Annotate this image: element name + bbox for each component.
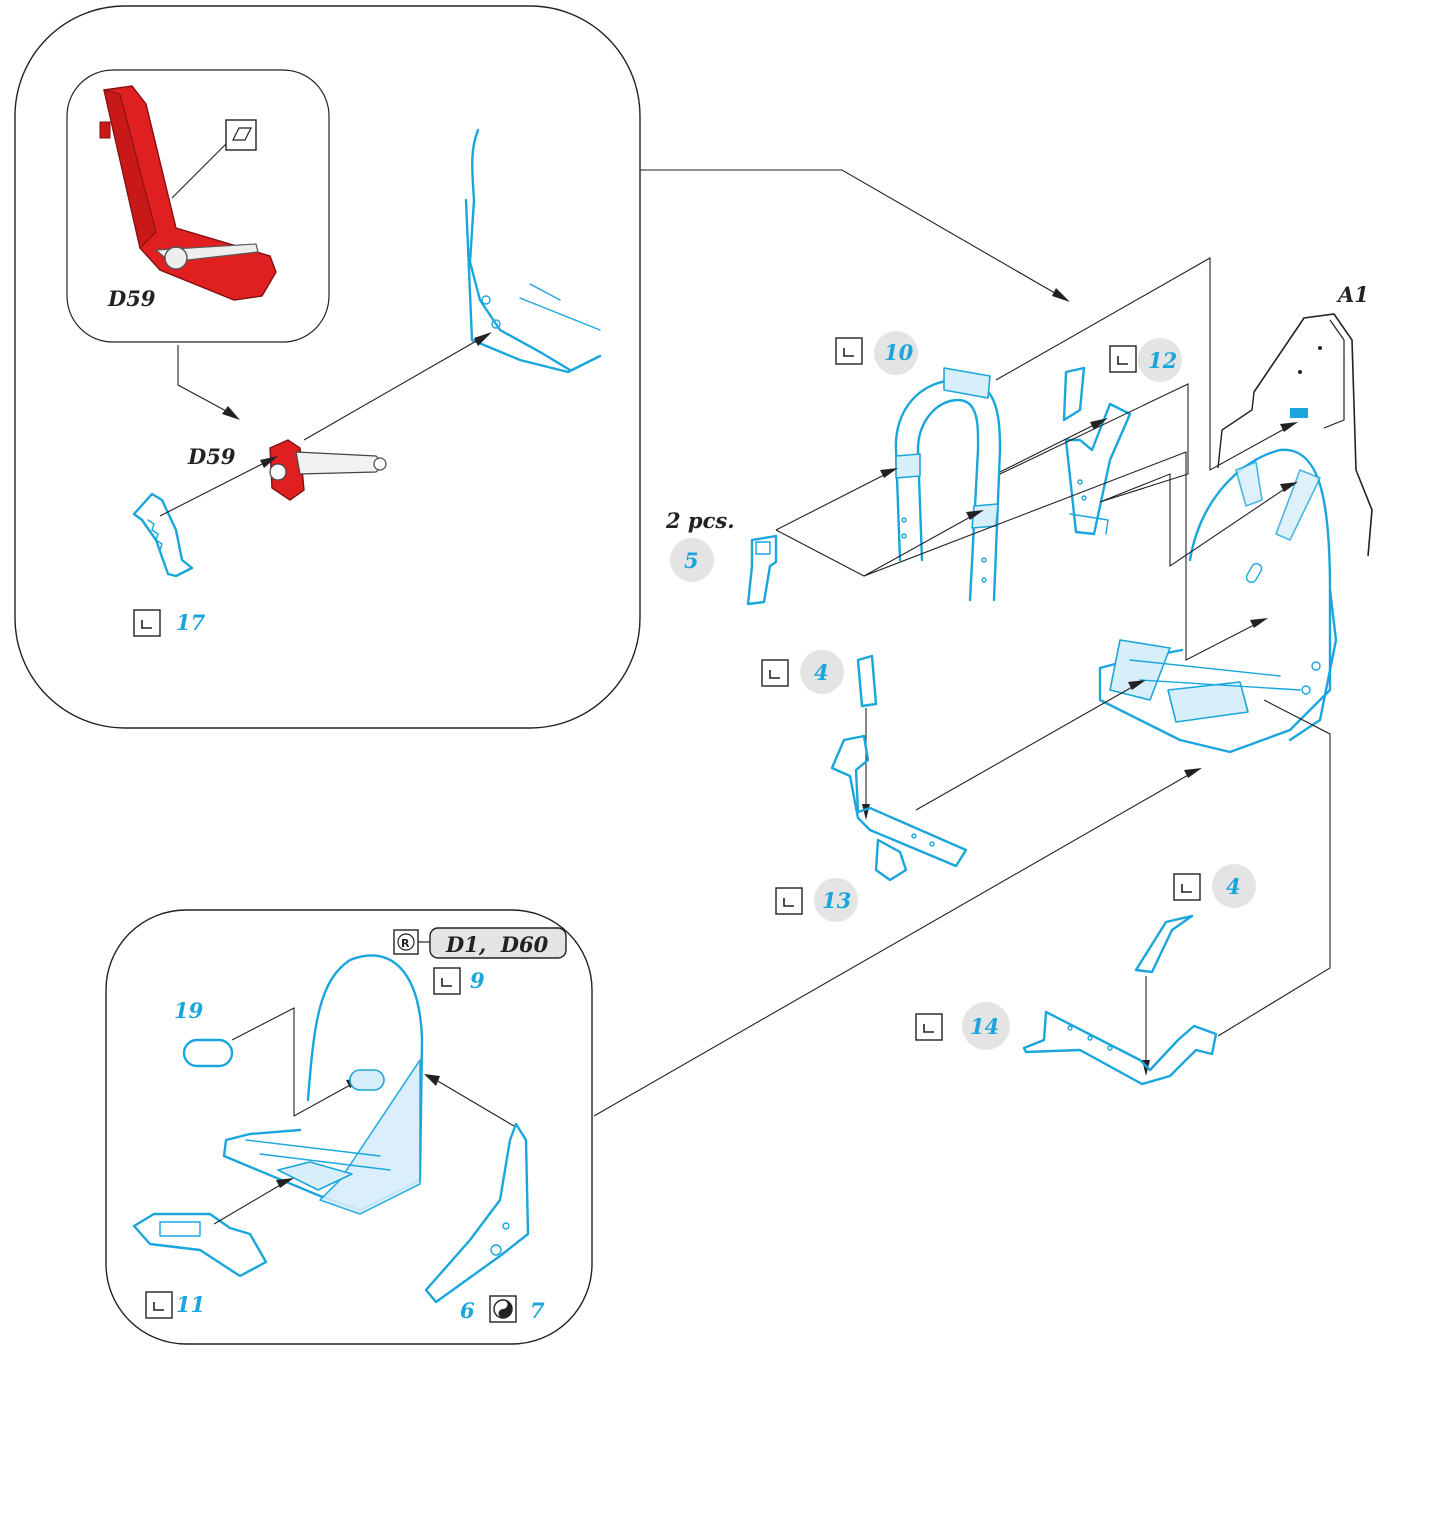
leader-5-up bbox=[775, 473, 887, 531]
mirror-symmetry-icon bbox=[489, 1295, 517, 1323]
leader-10-to-main bbox=[995, 257, 1287, 471]
label-step-19: 19 bbox=[174, 998, 204, 1023]
leader-12-in bbox=[999, 423, 1097, 473]
lap-belt-part-14 bbox=[1022, 1010, 1218, 1086]
callout-5 bbox=[670, 538, 714, 582]
label-step-7: 7 bbox=[530, 1298, 545, 1323]
leader-inset-to-main bbox=[640, 169, 1061, 297]
leader-bottom-inset-to-main bbox=[593, 773, 1191, 1117]
label-d59-red: D59 bbox=[107, 286, 156, 311]
mechanism-d59 bbox=[269, 439, 387, 501]
bottom-inset-frame bbox=[105, 909, 593, 1345]
slot-part-19 bbox=[182, 1038, 234, 1068]
fold-icon-4-upper bbox=[761, 659, 789, 687]
harness-strap-10 bbox=[894, 367, 1002, 602]
label-a1: A1 bbox=[1336, 282, 1369, 307]
side-panel-6-7 bbox=[424, 1122, 530, 1304]
strap-part-4-lower bbox=[1134, 914, 1194, 974]
label-step-12: 12 bbox=[1148, 348, 1177, 373]
label-step-6: 6 bbox=[460, 1298, 475, 1323]
label-step-10: 10 bbox=[884, 340, 914, 365]
svg-text:R: R bbox=[401, 937, 410, 950]
fold-icon-17 bbox=[133, 609, 161, 637]
label-step-5: 5 bbox=[684, 548, 699, 573]
callout-4-upper bbox=[800, 650, 844, 694]
leader-5-main bbox=[775, 451, 1257, 661]
callout-10 bbox=[874, 331, 918, 375]
strap-part-4-upper bbox=[856, 654, 878, 708]
red-seat-d59 bbox=[99, 85, 277, 301]
label-step-14: 14 bbox=[970, 1014, 999, 1039]
leader-subinset bbox=[177, 345, 229, 413]
callout-14 bbox=[962, 1002, 1010, 1050]
callout-12 bbox=[1138, 338, 1182, 382]
seat-pan-bottom-inset bbox=[222, 954, 424, 1215]
leader-side-panel bbox=[435, 1079, 515, 1127]
main-seat bbox=[1098, 448, 1338, 754]
label-step-9: 9 bbox=[470, 968, 485, 993]
leader-11 bbox=[213, 1183, 283, 1225]
ratchet-part-17 bbox=[132, 492, 194, 578]
remove-circle-icon: R bbox=[393, 929, 419, 955]
label-step-13: 13 bbox=[822, 888, 851, 913]
leader-19 bbox=[231, 1007, 353, 1117]
paint-surface-icon bbox=[225, 119, 257, 151]
footrest-part-11 bbox=[132, 1212, 268, 1278]
label-step-11: 11 bbox=[176, 1292, 205, 1317]
leader-13 bbox=[915, 685, 1135, 811]
headrest-a1 bbox=[1217, 313, 1373, 557]
red-seat-subinset-frame bbox=[66, 69, 330, 343]
strap-part-12 bbox=[1062, 366, 1132, 536]
leader-14-to-main bbox=[1217, 699, 1331, 1037]
parts-removal-tag bbox=[429, 927, 567, 959]
leader-mech-to-side bbox=[303, 339, 479, 441]
fold-icon-13 bbox=[775, 887, 803, 915]
fold-icon-9 bbox=[433, 967, 461, 995]
label-step-4-upper: 4 bbox=[814, 660, 829, 685]
callout-13 bbox=[814, 878, 858, 922]
fold-icon-12 bbox=[1109, 345, 1137, 373]
fold-icon-10 bbox=[835, 337, 863, 365]
fold-icon-4-lower bbox=[1173, 873, 1201, 901]
label-d1-d60: D1, D60 bbox=[445, 932, 549, 957]
leader-5-mid bbox=[863, 515, 973, 577]
leader-17 bbox=[159, 461, 267, 517]
leader-12-to-main bbox=[999, 383, 1287, 568]
label-step-17: 17 bbox=[176, 610, 206, 635]
lap-belt-part-13 bbox=[830, 734, 968, 882]
fold-icon-11 bbox=[145, 1291, 173, 1319]
fold-icon-14 bbox=[915, 1013, 943, 1041]
label-d59-mech: D59 bbox=[187, 444, 236, 469]
seat-side-part-top-inset bbox=[464, 128, 602, 374]
callout-4-lower bbox=[1212, 864, 1256, 908]
label-step-4-lower: 4 bbox=[1226, 874, 1241, 899]
buckle-part-5 bbox=[746, 534, 778, 606]
label-quantity: 2 pcs. bbox=[665, 508, 735, 533]
